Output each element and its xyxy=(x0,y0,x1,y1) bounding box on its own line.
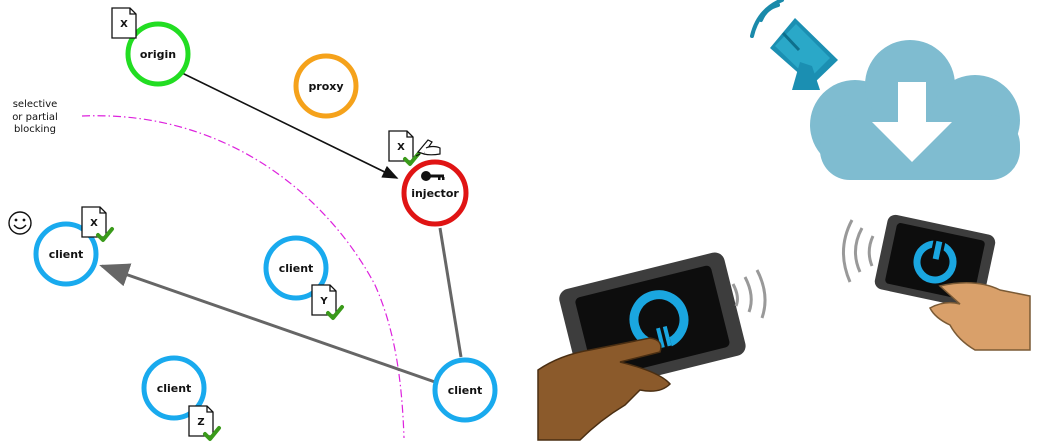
document-icon-client-middle: Y xyxy=(311,284,344,320)
boundary-label: selective or partial blocking xyxy=(12,99,58,135)
svg-text:Y: Y xyxy=(319,296,328,307)
svg-text:client: client xyxy=(448,384,483,397)
svg-text:proxy: proxy xyxy=(308,80,343,93)
client-node-right: client xyxy=(432,357,498,423)
phone-in-hand-left-icon xyxy=(537,252,767,441)
document-icon-injector: X xyxy=(388,130,421,166)
satellite-dish-icon xyxy=(750,0,838,90)
client-to-client-arrow xyxy=(99,263,436,384)
document-icon-origin: X xyxy=(111,7,137,39)
proxy-node: proxy xyxy=(293,53,359,119)
origin-node: origin xyxy=(125,21,191,87)
svg-text:origin: origin xyxy=(140,48,176,61)
svg-text:client: client xyxy=(49,248,84,261)
writing-hand-icon xyxy=(415,139,441,157)
document-icon-client-left: X xyxy=(81,206,114,242)
injector-to-client-link xyxy=(438,227,463,358)
injector-node: injector xyxy=(401,159,469,227)
client-node-bottom: client xyxy=(141,355,207,421)
svg-text:Z: Z xyxy=(197,417,204,428)
key-icon xyxy=(421,171,445,181)
svg-text:client: client xyxy=(279,262,314,275)
svg-text:client: client xyxy=(157,382,192,395)
document-icon-client-bottom: Z xyxy=(188,405,221,441)
client-node-left: client xyxy=(33,221,99,287)
client-node-middle: client xyxy=(263,235,329,301)
origin-to-injector-arrow xyxy=(179,71,399,179)
svg-text:injector: injector xyxy=(411,187,459,200)
svg-text:or partial: or partial xyxy=(12,112,58,123)
svg-text:X: X xyxy=(90,218,98,229)
svg-text:selective: selective xyxy=(13,99,58,110)
cloud-download-icon xyxy=(810,40,1020,180)
smiley-icon xyxy=(8,211,32,235)
svg-text:blocking: blocking xyxy=(14,124,56,135)
phone-in-hand-right-icon xyxy=(841,214,1031,351)
svg-text:X: X xyxy=(120,19,128,30)
svg-text:X: X xyxy=(397,142,405,153)
